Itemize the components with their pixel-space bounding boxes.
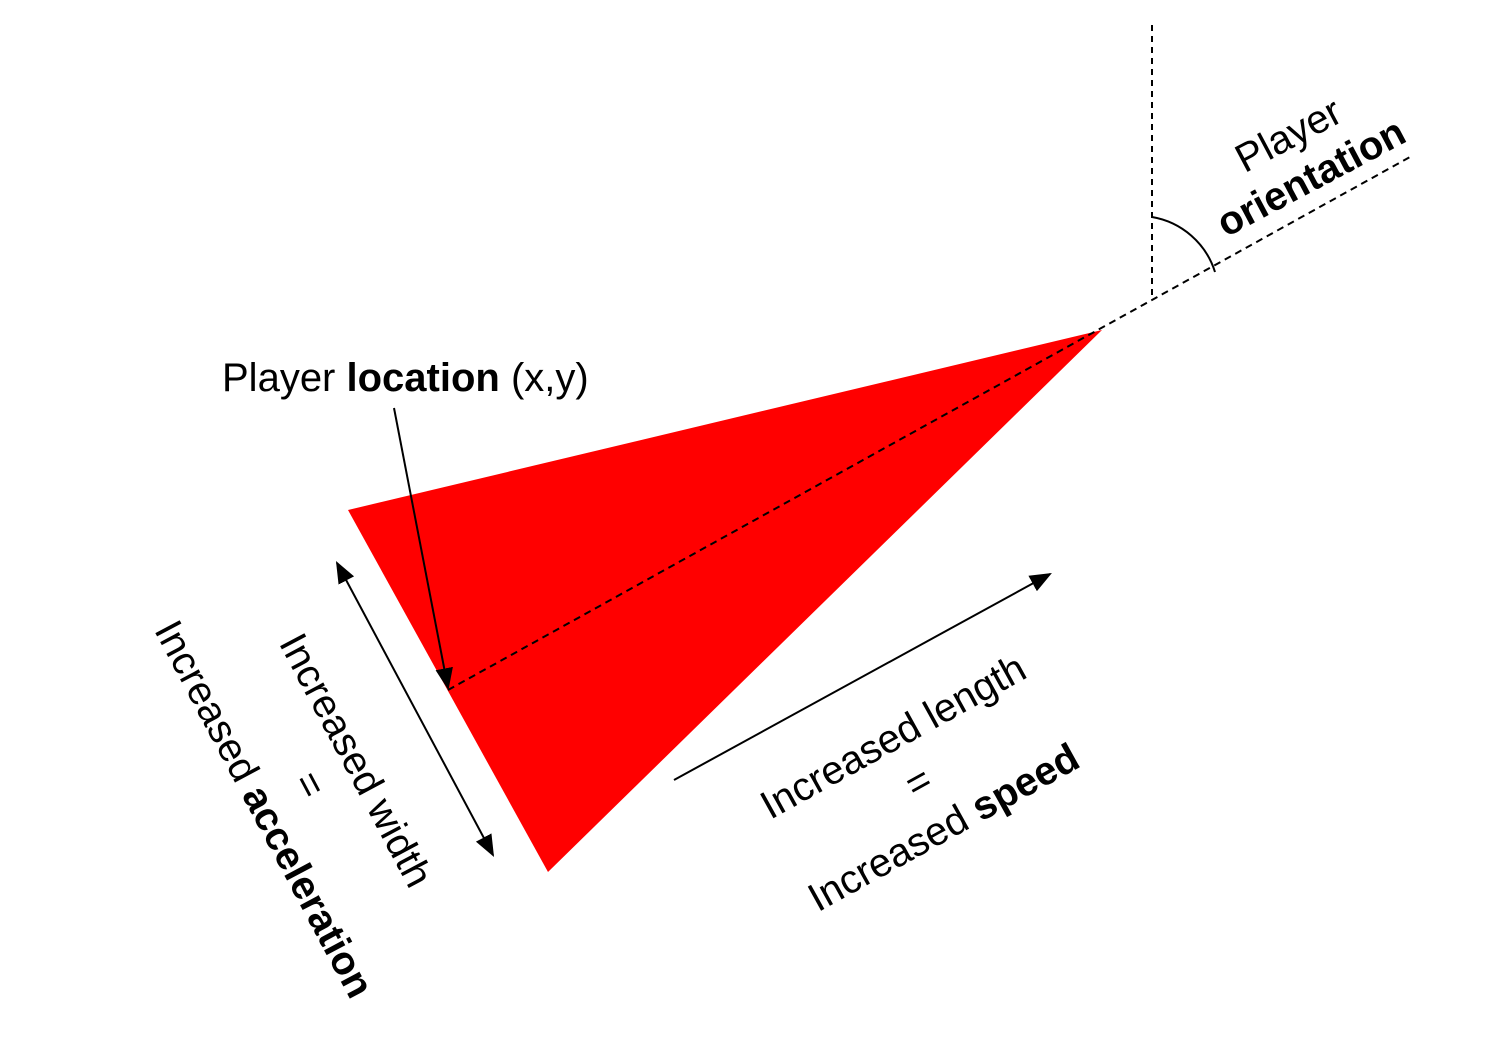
width-label-line3-prefix: Increased — [146, 613, 273, 799]
length-arrow — [673, 572, 1052, 781]
orientation-line — [447, 156, 1411, 691]
orientation-angle-arc — [1151, 216, 1216, 273]
width-label-line3: Increased acceleration — [146, 613, 382, 1005]
location-label-prefix: Player — [222, 356, 347, 400]
location-label-suffix: (x,y) — [500, 356, 589, 400]
width-double-arrow — [335, 561, 495, 857]
player-triangle — [348, 330, 1102, 872]
length-label-line3-prefix: Increased — [801, 791, 986, 920]
width-label-equals: = — [285, 764, 335, 805]
length-label-equals: = — [898, 757, 940, 807]
location-label-bold: location — [347, 356, 500, 400]
location-label: Player location (x,y) — [222, 356, 589, 400]
length-label: Increased length = Increased speed — [753, 646, 1086, 920]
length-label-line3-bold: speed — [964, 735, 1086, 830]
